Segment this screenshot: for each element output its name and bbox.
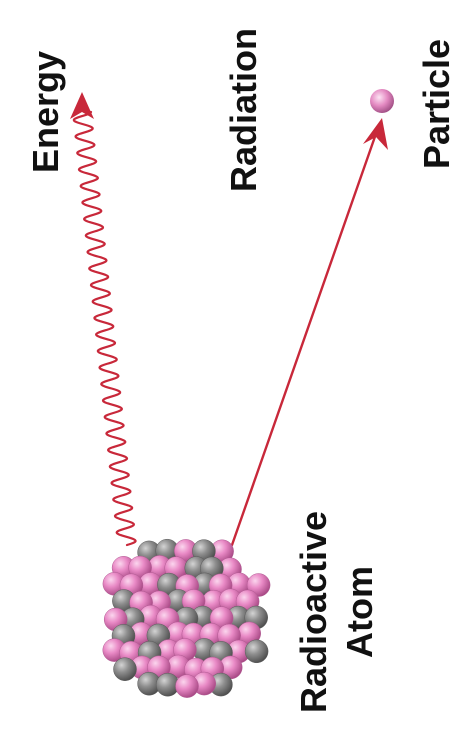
radioactive-label: Radioactive: [293, 511, 334, 713]
energy-label: Energy: [25, 51, 66, 173]
proton-sphere: [176, 675, 199, 698]
neutron-sphere: [114, 658, 137, 681]
energy-arrowhead: [70, 92, 94, 119]
particle-label: Particle: [416, 39, 457, 169]
radioactive-atom-nucleus: [103, 539, 270, 697]
neutron-sphere: [245, 640, 268, 663]
particle-arrowhead: [363, 118, 388, 150]
atom-label: Atom: [339, 566, 380, 658]
energy-wave-line: [74, 112, 136, 545]
emitted-particle: [370, 89, 394, 113]
radiation-label: Radiation: [223, 28, 264, 192]
